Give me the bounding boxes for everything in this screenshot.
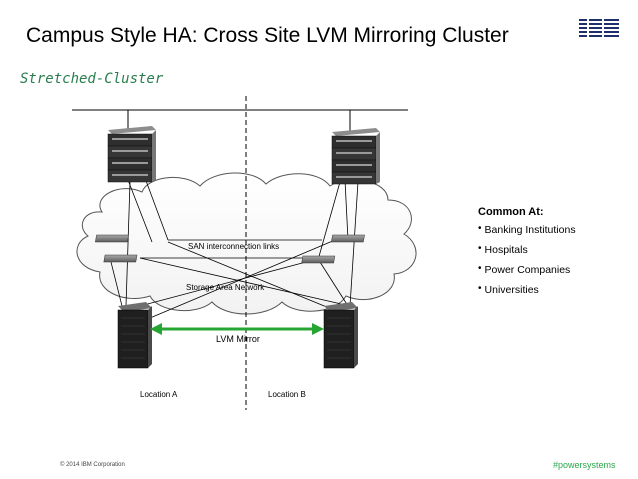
ibm-logo [579,17,619,39]
list-item: •Universities [478,283,539,296]
san-switch-b2 [301,255,336,264]
san-links-label: SAN interconnection links [188,242,280,251]
server-stack-b [331,128,380,185]
storage-tower-a [117,302,152,369]
list-item: •Banking Institutions [478,223,576,236]
san-switch-b1 [331,234,365,243]
slide-subtitle: Stretched-Cluster [20,71,164,87]
hashtag-link[interactable]: #powersystems [553,460,616,470]
server-stack-a [107,126,156,183]
list-item: •Power Companies [478,263,571,276]
san-links [109,177,359,319]
storage-tower-b [323,302,358,369]
common-at-panel: Common At: •Banking Institutions •Hospit… [478,206,576,304]
mirror-label: LVM Mirror [216,334,260,344]
lvm-mirror-arrow [150,323,324,335]
slide-title: Campus Style HA: Cross Site LVM Mirrorin… [26,24,509,47]
list-item: •Hospitals [478,243,528,256]
bullet-icon: • [478,263,482,274]
location-b-label: Location B [268,390,306,399]
bullet-icon: • [478,243,482,254]
location-a-label: Location A [140,390,178,399]
san-switch-a2 [103,254,138,263]
san-switch-a1 [95,234,129,243]
san-label: Storage Area Network [186,283,265,292]
bullet-icon: • [478,223,482,234]
bullet-icon: • [478,283,482,294]
common-at-title: Common At: [478,206,544,218]
copyright-text: © 2014 IBM Corporation [60,462,125,468]
